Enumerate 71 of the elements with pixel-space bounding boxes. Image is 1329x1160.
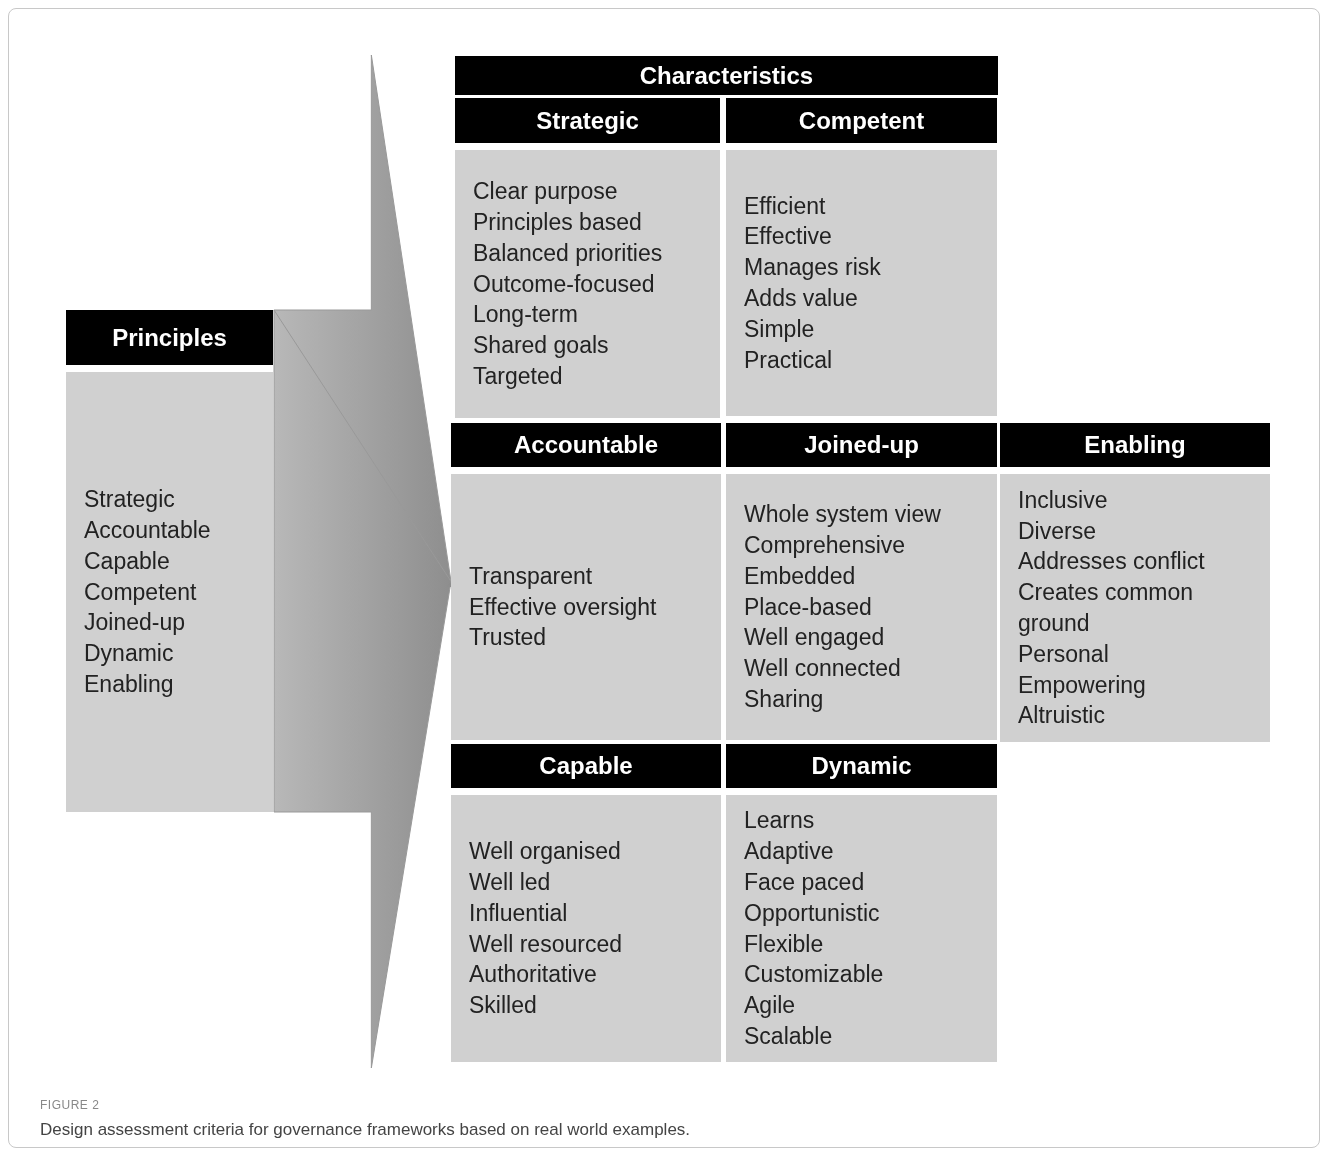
criteria-card [726,98,997,416]
list-item: Creates common ground [1018,578,1195,638]
list-item: Adds value [744,284,858,313]
list-item: Capable [84,546,170,576]
list-item: Opportunistic [744,898,880,928]
list-item: Whole system view [744,500,941,530]
list-item: Principles based [473,208,642,237]
list-item: Face paced [744,867,865,897]
list-item: Balanced priorities [473,238,663,268]
list-item: Strategic [84,485,175,515]
criteria-card [451,744,721,1062]
card-heading: Strategic [455,98,720,150]
caption: Design assessment criteria for governance frameworks based on real world examples. [40,1120,691,1140]
list-item: Dynamic [84,639,174,669]
list-item: Adaptive [744,837,834,867]
list-item: Competent [84,577,197,607]
list-item: Trusted [469,623,547,653]
list-item: Well engaged [744,623,885,653]
list-item: Well led [469,867,551,897]
list-item: Simple [744,314,815,344]
criteria-card [726,744,997,1062]
list-item: Transparent [469,561,593,591]
list-item: Accountable [84,516,211,545]
list-item: Manages risk [744,253,881,283]
list-item: Outcome-focused [473,269,655,299]
list-item: Well resourced [469,929,622,959]
list-item: Learns [744,806,815,836]
list-item: Effective [744,222,832,252]
list-item: Efficient [744,191,826,221]
heading-bar: Characteristics [455,56,998,95]
list-item: Embedded [744,561,856,591]
list-item: Personal [1018,639,1109,669]
chevron-arrow [273,54,453,1069]
list-item: Comprehensive [744,531,906,560]
list-item: Sharing [744,685,824,714]
list-item: Agile [744,991,796,1021]
list-item: Joined-up [84,608,186,638]
criteria-card [455,98,720,418]
list-item: Shared goals [473,331,609,361]
card-heading: Competent [726,98,997,150]
card-heading: Principles [66,310,273,372]
list-item: Authoritative [469,960,597,990]
list-item: Targeted [473,362,563,391]
list-item: Well connected [744,654,901,684]
list-item: Enabling [84,670,174,699]
list-item: Empowering [1018,670,1146,700]
criteria-card [66,310,273,812]
figure-label: FIGURE 2 [40,1098,100,1112]
card-heading: Joined-up [726,423,997,474]
list-item: Diverse [1018,516,1096,546]
list-item: Practical [744,345,833,375]
card-heading: Enabling [1000,423,1270,474]
list-item: Scalable [744,1021,833,1051]
list-item: Influential [469,898,568,928]
list-item: Clear purpose [473,177,618,207]
list-item: Inclusive [1018,485,1108,515]
list-item: Altruistic [1018,701,1105,731]
list-item: Place-based [744,592,872,622]
list-item: Long-term [473,300,578,330]
card-heading: Dynamic [726,744,997,795]
list-item: Customizable [744,960,884,990]
criteria-card [451,423,721,740]
card-heading: Accountable [451,423,721,474]
list-item: Flexible [744,929,824,959]
criteria-card [726,423,997,740]
criteria-card [1000,423,1270,742]
card-heading: Capable [451,744,721,795]
list-item: Effective oversight [469,592,657,622]
list-item: Addresses conflict [1018,547,1205,577]
list-item: Well organised [469,837,621,867]
list-item: Skilled [469,991,537,1021]
